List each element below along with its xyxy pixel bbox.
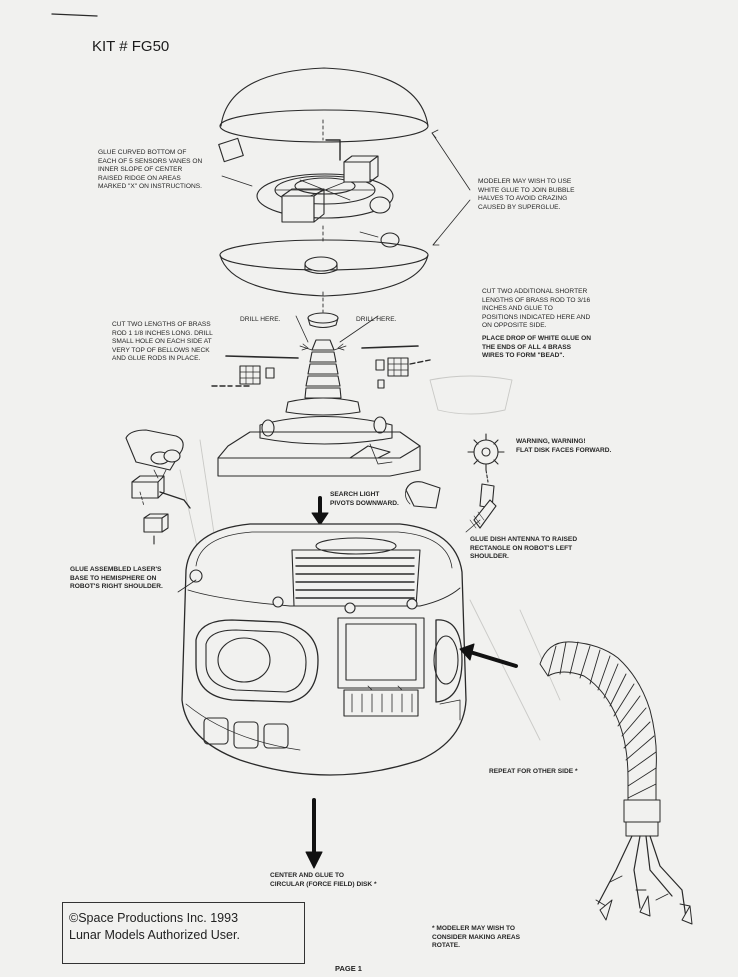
- label-drill-left: DRILL HERE.: [240, 316, 281, 323]
- copyright-line-1: ©Space Productions Inc. 1993: [69, 911, 239, 925]
- search-light-arrow: [311, 496, 329, 526]
- laser-assembly: [125, 429, 191, 545]
- bottom-arrow: [305, 798, 323, 869]
- page-number: PAGE 1: [335, 964, 362, 973]
- note-search-light: SEARCH LIGHT PIVOTS DOWNWARD.: [330, 491, 399, 507]
- label-drill-right: DRILL HERE.: [356, 316, 397, 323]
- arm-arrow: [459, 643, 518, 668]
- upper-bubble-dome: [219, 67, 429, 143]
- note-modeler-rotate: * MODELER MAY WISH TO CONSIDER MAKING AR…: [432, 925, 521, 950]
- dish-antenna: [467, 433, 505, 529]
- robot-torso: [181, 523, 467, 776]
- searchlight-part: [405, 481, 441, 509]
- kit-number: KIT # FG50: [92, 38, 170, 55]
- note-glue-sensors: GLUE CURVED BOTTOM OF EACH OF 5 SENSORS …: [98, 149, 203, 191]
- note-center-glue: CENTER AND GLUE TO CIRCULAR (FORCE FIELD…: [270, 872, 377, 888]
- bellows-neck: [299, 312, 347, 399]
- pen-mark: [51, 13, 98, 17]
- note-shorter-rods: CUT TWO ADDITIONAL SHORTER LENGTHS OF BR…: [482, 288, 591, 330]
- brass-rods-left: [211, 355, 299, 387]
- shoulder-collar: [217, 397, 421, 477]
- note-dish-antenna: GLUE DISH ANTENNA TO RAISED RECTANGLE ON…: [470, 536, 578, 561]
- note-laser-base: GLUE ASSEMBLED LASER'S BASE TO HEMISPHER…: [70, 566, 163, 591]
- sensor-brain-assembly: [218, 137, 400, 248]
- leader-lines-bubble: [431, 129, 471, 246]
- note-white-glue: MODELER MAY WISH TO USE WHITE GLUE TO JO…: [478, 178, 575, 211]
- note-repeat: REPEAT FOR OTHER SIDE *: [489, 768, 578, 775]
- note-leader-lines: [177, 175, 481, 593]
- copyright-box: ©Space Productions Inc. 1993 Lunar Model…: [62, 902, 305, 964]
- note-warning: WARNING, WARNING! FLAT DISK FACES FORWAR…: [516, 438, 612, 454]
- note-brass-rod: CUT TWO LENGTHS OF BRASS ROD 1 1/8 INCHE…: [112, 321, 213, 363]
- copyright-line-2: Lunar Models Authorized User.: [69, 928, 240, 942]
- note-bead: PLACE DROP OF WHITE GLUE ON THE ENDS OF …: [482, 335, 592, 360]
- brass-rods-right: [361, 345, 431, 389]
- bellows-arm: [539, 641, 693, 925]
- lower-bubble-dish: [219, 239, 429, 297]
